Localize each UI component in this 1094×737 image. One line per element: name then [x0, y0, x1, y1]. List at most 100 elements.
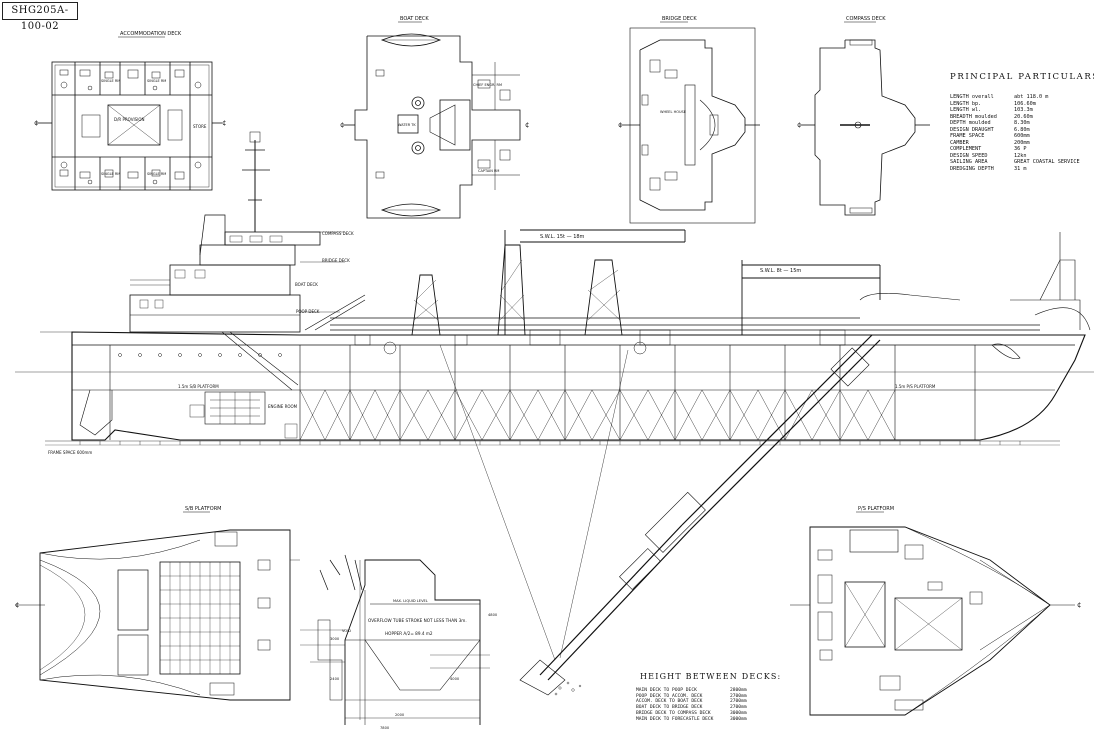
hopper-dim-4: 2400 — [330, 677, 340, 681]
profile-elevation: S.W.L. 15t — 18m S.W.L. 8t — 15m — [15, 131, 1094, 696]
svg-text:¢: ¢ — [618, 121, 622, 129]
principal-particulars-title: PRINCIPAL PARTICULARS — [950, 72, 1094, 82]
pp-key: LENGTH overall — [950, 94, 994, 100]
boat-deck-plan: BOAT DECK ¢ ¢ WATER TK — [340, 16, 529, 219]
height-between-decks-title: HEIGHT BETWEEN DECKS: — [640, 672, 782, 681]
sb-platform-plan: S/B PLATFORM ¢ — [15, 506, 300, 701]
hb-value: 3000mm — [730, 716, 747, 722]
label-bridge-deck: BRIDGE DECK — [322, 258, 350, 263]
pp-key: DESIGN SPEED — [950, 152, 988, 159]
svg-text:¢: ¢ — [340, 121, 344, 129]
pp-row: COMPLEMENT 36 P — [950, 146, 1090, 153]
pp-key: DEPTH moulded — [950, 120, 991, 126]
label-compass-deck: COMPASS DECK — [322, 231, 354, 236]
pp-value: GREAT COASTAL SERVICE — [1014, 159, 1080, 165]
hopper-void: VOID — [342, 629, 351, 633]
room-label-provision: D/R PROVISION — [114, 117, 145, 122]
accommodation-deck-plan: ACCOMMODATION DECK ¢ ¢ — [34, 31, 226, 191]
pp-key: SAILING AREA — [950, 159, 988, 165]
room-label-single-rm-4: SINGLE RM — [101, 172, 120, 176]
pp-value: 20.60m — [1014, 113, 1033, 120]
compass-deck-plan: COMPASS DECK ¢ — [797, 16, 930, 216]
pp-value: 103.3m — [1014, 107, 1033, 113]
hb-key: BOAT DECK TO BRIDGE DECK — [636, 705, 703, 711]
drawing-number: SHG205A-100-02 — [2, 2, 78, 32]
pp-row: DESIGN DRAUGHT 6.80m — [950, 127, 1090, 134]
svg-text:¢: ¢ — [222, 119, 226, 127]
pp-key: DESIGN DRAUGHT — [950, 126, 994, 133]
accommodation-deck-title: ACCOMMODATION DECK — [120, 31, 182, 37]
pp-key: BREADTH moulded — [950, 113, 997, 120]
svg-text:¢: ¢ — [15, 601, 19, 609]
bridge-deck-plan: BRIDGE DECK ¢ WHEEL HOUSE — [618, 16, 760, 224]
pp-value: 106.60m — [1014, 100, 1036, 107]
hopper-dim-6: 4800 — [488, 613, 498, 617]
hb-row: ACCOM. DECK TO BOAT DECK 2700mm — [636, 699, 786, 705]
boat-deck-title: BOAT DECK — [400, 16, 429, 22]
room-label-chief-engineer: CHIEF ENGR. RM — [473, 83, 502, 87]
hb-key: MAIN DECK TO FORECASTLE DECK — [636, 716, 714, 722]
ps-platform-title: P/S PLATFORM — [858, 506, 894, 512]
hb-value: 2700mm — [730, 693, 747, 699]
room-label-store: STORE — [193, 124, 207, 129]
pp-row: LENGTH wl. 103.3m — [950, 107, 1090, 114]
room-label-water-tank: WATER TK — [398, 123, 416, 127]
hb-row: MAIN DECK TO FORECASTLE DECK 3000mm — [636, 717, 786, 723]
bridge-deck-title: BRIDGE DECK — [662, 16, 697, 22]
pp-value: 36 P — [1014, 146, 1027, 152]
hopper-dim-3: 3000 — [330, 637, 340, 641]
hb-row: BRIDGE DECK TO COMPASS DECK 3000mm — [636, 711, 786, 717]
room-label-single-rm-2: SINGLE RM — [147, 172, 166, 176]
svg-text:¢: ¢ — [34, 119, 38, 127]
hb-key: POOP DECK TO ACCOM. DECK — [636, 693, 703, 699]
pp-value: 8.30m — [1014, 120, 1030, 126]
pp-value: 12kn — [1014, 152, 1027, 159]
label-sb-platform: 1.5m S/B PLATFORM — [178, 384, 219, 389]
room-label-single-rm-1: SINGLE RM — [147, 79, 166, 83]
hb-value: 3000mm — [730, 710, 747, 716]
room-label-wheel-house: WHEEL HOUSE — [660, 110, 686, 114]
hb-value: 2700mm — [730, 699, 747, 705]
hopper-section: MAX. LIQUID LEVEL OVERFLOW TUBE STROKE N… — [300, 554, 498, 730]
pp-row: BREADTH moulded 20.60m — [950, 114, 1090, 121]
hb-key: ACCOM. DECK TO BOAT DECK — [636, 699, 703, 705]
hopper-max-liquid-level: MAX. LIQUID LEVEL — [393, 599, 428, 603]
pp-key: DREDGING DEPTH — [950, 165, 994, 172]
compass-deck-title: COMPASS DECK — [846, 16, 886, 22]
hopper-dim-2: 7800 — [380, 726, 390, 730]
height-between-decks: HEIGHT BETWEEN DECKS: MAIN DECK TO POOP … — [636, 672, 786, 722]
pp-key: LENGTH bp. — [950, 100, 982, 107]
pp-row: DEPTH moulded 8.30m — [950, 120, 1090, 127]
svg-text:¢: ¢ — [525, 121, 529, 129]
svg-text:¢: ¢ — [1077, 601, 1081, 609]
pp-row: DREDGING DEPTH 31 m — [950, 166, 1090, 173]
hopper-dim-5: 4000 — [450, 677, 460, 681]
hb-key: MAIN DECK TO POOP DECK — [636, 688, 697, 693]
pp-row: LENGTH bp. 106.60m — [950, 101, 1090, 108]
room-label-captain: CAPTAIN RM — [478, 169, 499, 173]
hb-row: MAIN DECK TO POOP DECK 2800mm — [636, 688, 786, 694]
ps-platform-plan: P/S PLATFORM ¢ — [790, 506, 1081, 716]
pp-value: 6.80m — [1014, 126, 1030, 133]
sb-platform-title: S/B PLATFORM — [185, 506, 221, 512]
pp-value: 31 m — [1014, 165, 1027, 172]
pp-key: CAMBER — [950, 139, 969, 146]
pp-value: 600mm — [1014, 133, 1030, 139]
crane-fwd-label: S.W.L. 8t — 15m — [760, 268, 801, 274]
pp-row: DESIGN SPEED 12kn — [950, 153, 1090, 160]
label-boat-deck: BOAT DECK — [295, 282, 318, 287]
pp-row: SAILING AREA GREAT COASTAL SERVICE — [950, 159, 1090, 166]
svg-text:¢: ¢ — [797, 121, 801, 129]
label-engine-room: ENGINE ROOM — [268, 404, 298, 409]
hb-key: BRIDGE DECK TO COMPASS DECK — [636, 710, 711, 716]
pp-key: LENGTH wl. — [950, 107, 982, 113]
hb-value: 2800mm — [730, 688, 747, 693]
pp-key: COMPLEMENT — [950, 146, 982, 152]
